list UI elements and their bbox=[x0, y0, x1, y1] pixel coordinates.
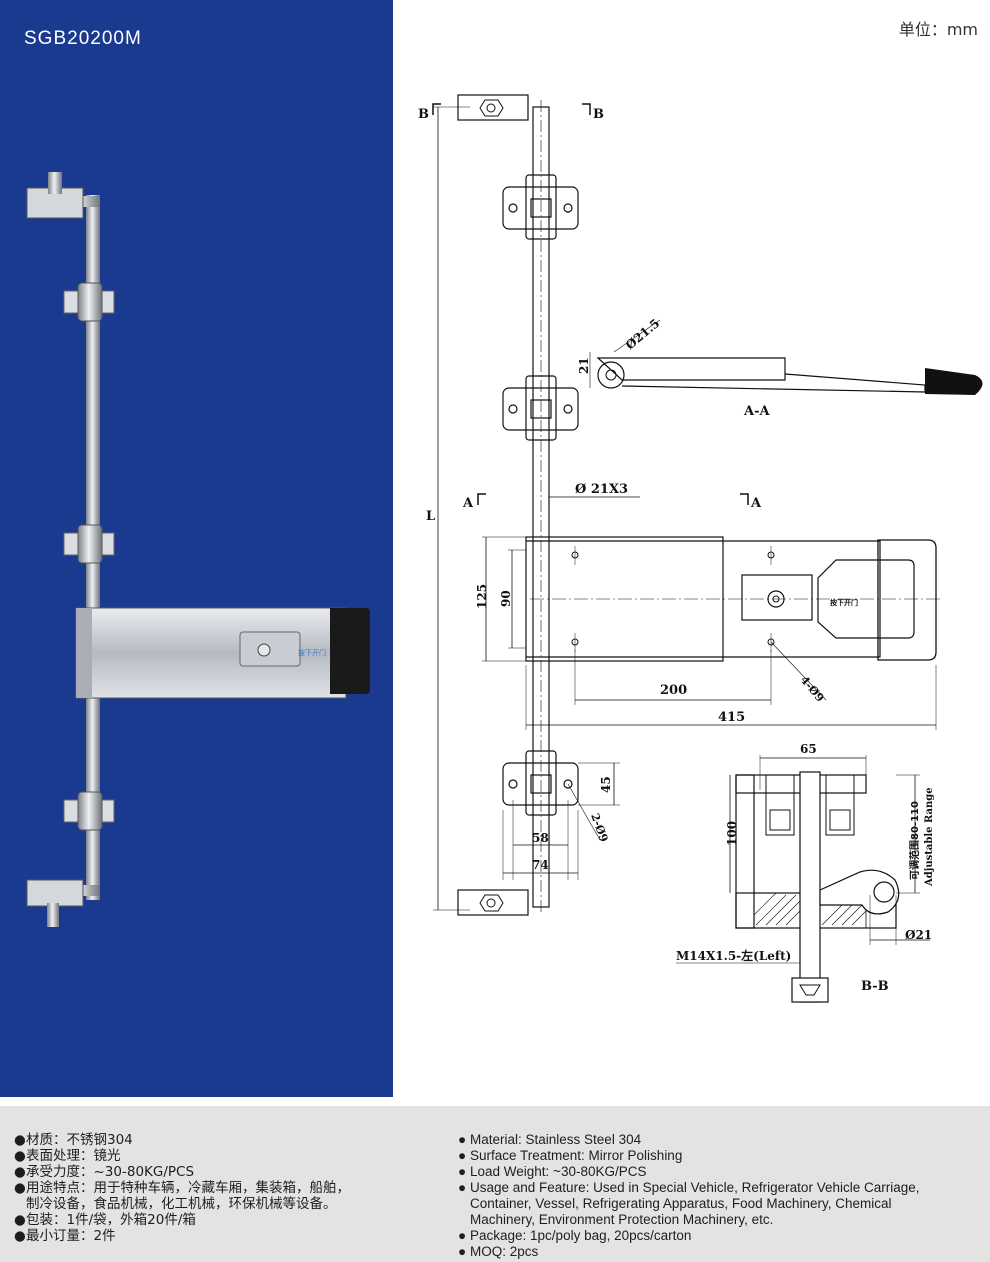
dim-rod: Ø 21X3 bbox=[575, 482, 628, 497]
spec-item-continued: 制冷设备，食品机械，化工机械，环保机械等设备。 bbox=[26, 1196, 337, 1212]
handle-plate-drawing bbox=[525, 536, 940, 662]
spec-item-continued: Machinery, Environment Protection Machin… bbox=[470, 1212, 774, 1227]
adjust-cn: 可调范围80-110 bbox=[908, 801, 921, 880]
photo-bracket bbox=[63, 791, 115, 831]
photo-bracket bbox=[63, 524, 115, 564]
dim-65: 65 bbox=[800, 742, 817, 756]
photo-bracket bbox=[63, 282, 115, 322]
drawing-bracket bbox=[502, 174, 579, 240]
spec-item: ●用途特点：用于特种车辆，冷藏车厢，集装箱，船舶， bbox=[14, 1180, 350, 1196]
section-a-left: A bbox=[462, 496, 474, 511]
thread-spec: M14X1.5-左(Left) bbox=[676, 948, 791, 963]
dim-200: 200 bbox=[660, 683, 687, 698]
bb-section bbox=[676, 755, 930, 1003]
photo-handle-plate bbox=[75, 607, 347, 699]
spec-list-cn: ●材质：不锈钢304 ●表面处理：镜光 ●承受力度：~30-80KG/PCS ●… bbox=[14, 1132, 444, 1244]
aa-section bbox=[589, 319, 983, 395]
spec-item: ●Package: 1pc/poly bag, 20pcs/carton bbox=[458, 1228, 692, 1243]
drawing-bracket bbox=[502, 375, 579, 441]
dim-125: 125 bbox=[475, 584, 489, 609]
dim-d21: Ø21 bbox=[905, 928, 932, 942]
dim-74: 74 bbox=[532, 858, 549, 872]
spec-item: ●承受力度：~30-80KG/PCS bbox=[14, 1164, 195, 1180]
spec-panel bbox=[0, 1106, 990, 1262]
spec-item: ●MOQ: 2pcs bbox=[458, 1244, 539, 1259]
model-number: SGB20200M bbox=[24, 28, 142, 49]
spec-item: ●包装：1件/袋，外箱20件/箱 bbox=[14, 1212, 196, 1228]
dim-handle-height: 21 bbox=[577, 357, 591, 374]
dim-90: 90 bbox=[499, 590, 513, 607]
technical-drawing: B B L Ø21.5 21 A-A Ø 21X3 bbox=[418, 94, 983, 1003]
unit-label: 单位：mm bbox=[898, 20, 978, 39]
photo-handle-text: 按下开门 bbox=[298, 648, 326, 657]
spec-item: ●材质：不锈钢304 bbox=[14, 1132, 133, 1148]
bb-title: B-B bbox=[861, 979, 889, 994]
dim-handle-dia: Ø21.5 bbox=[623, 316, 662, 352]
spec-item: ●Material: Stainless Steel 304 bbox=[458, 1132, 642, 1147]
photo-bottom-cam bbox=[26, 879, 84, 907]
section-a-right: A bbox=[750, 496, 762, 511]
spec-item: ●Usage and Feature: Used in Special Vehi… bbox=[458, 1180, 920, 1195]
spec-list-en: ●Material: Stainless Steel 304 ●Surface … bbox=[458, 1132, 978, 1260]
adjust-en: Adjustable Range bbox=[924, 787, 935, 887]
product-photo: 按下开门 bbox=[26, 172, 370, 927]
dim-45: 45 bbox=[599, 776, 613, 793]
aa-title: A-A bbox=[743, 404, 770, 419]
section-b-left: B bbox=[418, 107, 429, 122]
spec-item: ●最小订量：2件 bbox=[14, 1228, 116, 1244]
photo-handle-grip bbox=[330, 608, 370, 694]
dim-hole-4: 4-Ø9 bbox=[798, 674, 827, 705]
dim-hole-2: 2-Ø9 bbox=[588, 812, 610, 844]
section-b-right: B bbox=[593, 107, 604, 122]
spec-item: ●Load Weight: ~30-80KG/PCS bbox=[458, 1164, 647, 1179]
dim-58: 58 bbox=[532, 831, 549, 845]
dim-415: 415 bbox=[718, 710, 745, 725]
dim-length: L bbox=[426, 509, 435, 524]
spec-item: ●Surface Treatment: Mirror Polishing bbox=[458, 1148, 683, 1163]
dim-100: 100 bbox=[725, 821, 739, 846]
handle-text: 按下开门 bbox=[830, 598, 858, 607]
drawing-bracket bbox=[502, 750, 579, 816]
spec-item-continued: Container, Vessel, Refrigerating Apparat… bbox=[470, 1196, 892, 1211]
spec-item: ●表面处理：镜光 bbox=[14, 1148, 121, 1164]
